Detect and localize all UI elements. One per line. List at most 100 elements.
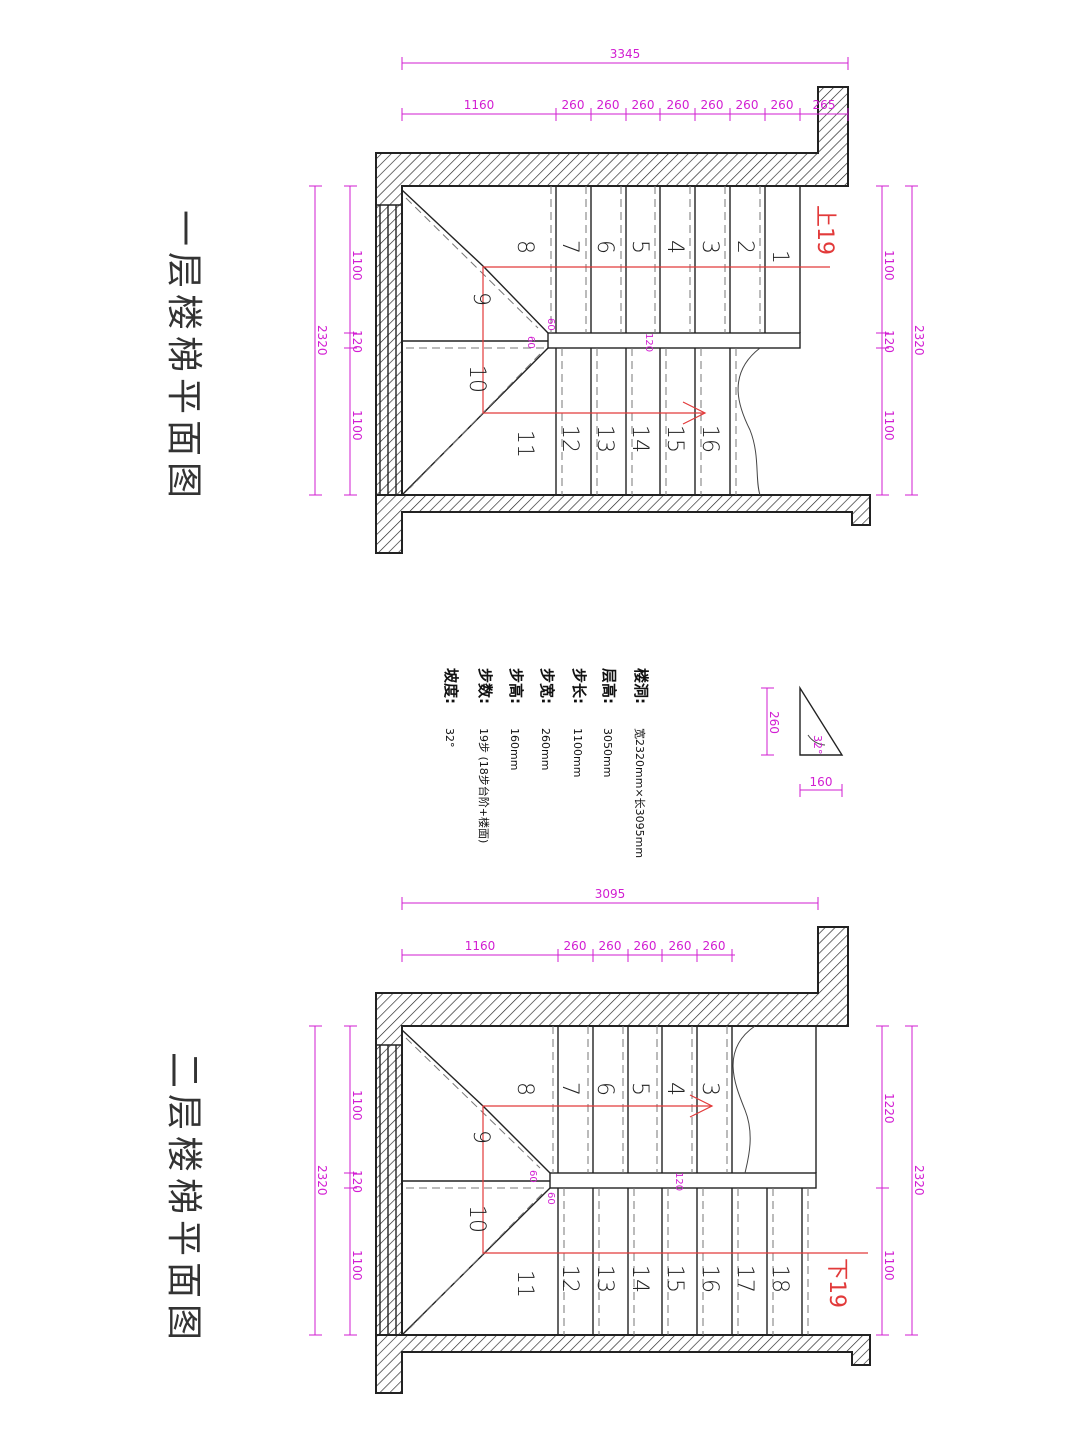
info-value: 3050mm xyxy=(601,728,614,777)
step-number: 4 xyxy=(662,240,687,254)
plan2-dim-total: 3095 xyxy=(595,887,626,901)
plan1-dim-step: 260 xyxy=(701,98,724,112)
plan2-left-dim: 120 xyxy=(350,1170,364,1193)
info-value: 260mm xyxy=(539,728,552,770)
plan2-dim-step: 260 xyxy=(669,939,692,953)
plan2-right-dim: 1220 xyxy=(882,1093,896,1124)
slope-triangle xyxy=(799,685,844,756)
step-number: 7 xyxy=(557,1082,582,1096)
step-number: 3 xyxy=(697,240,722,254)
step-number: 13 xyxy=(592,425,617,453)
plan1-dim-step: 260 xyxy=(597,98,620,112)
plan2-dim-step: 260 xyxy=(634,939,657,953)
plan1-small-dim: 120 xyxy=(643,333,654,352)
info-block: 楼洞: 宽2320mm×长3095mm 层高: 3050mm 步长: 1100m… xyxy=(442,668,650,858)
plan2-title: 二层楼梯平面图 xyxy=(163,1052,204,1346)
plan1-left-dim: 1100 xyxy=(350,410,364,441)
step-number: 1 xyxy=(767,250,792,264)
plan1-dash xyxy=(405,197,539,329)
plan2-small-dim: 60 xyxy=(545,1192,556,1205)
step-number: 14 xyxy=(627,1265,652,1293)
plan2-left-total: 2320 xyxy=(315,1165,329,1196)
plan1-dims-left: 2320 1100 120 1100 xyxy=(309,185,364,496)
info-row: 步宽: 260mm xyxy=(538,668,556,770)
plan2-right-dim: 1100 xyxy=(882,1250,896,1281)
plan1-dim-step: 260 xyxy=(736,98,759,112)
info-row: 步数: 19步 (18步台阶+楼面) xyxy=(476,668,494,843)
plan1-right-total: 2320 xyxy=(912,325,926,356)
step-number: 12 xyxy=(557,1265,582,1293)
plan1-dim-step: 260 xyxy=(562,98,585,112)
step-number: 11 xyxy=(512,1270,537,1298)
plan1-small-dim: 60 xyxy=(525,336,536,349)
slope-run: 160 xyxy=(810,775,833,789)
info-row: 步长: 1100mm xyxy=(570,668,588,777)
plan2-dims-top: 3095 1160 260 260 260 260 260 xyxy=(401,887,819,962)
plan1-dim-step: 260 xyxy=(667,98,690,112)
info-value: 宽2320mm×长3095mm xyxy=(633,728,647,858)
plan1-break-line xyxy=(737,347,761,496)
step-number: 3 xyxy=(697,1082,722,1096)
plan1-dim-step: 260 xyxy=(771,98,794,112)
plan2-step-numbers: 3 4 5 6 7 8 9 10 11 12 13 14 15 16 17 18 xyxy=(464,1082,792,1298)
step-number: 18 xyxy=(767,1265,792,1293)
step-number: 6 xyxy=(592,240,617,254)
plan2-dim-landing: 1160 xyxy=(465,939,496,953)
info-label: 坡度: xyxy=(442,668,460,704)
plan1-dim-landing: 1160 xyxy=(464,98,495,112)
step-number: 9 xyxy=(468,1130,493,1144)
plan1-walk-arrow xyxy=(682,401,707,425)
info-row: 层高: 3050mm xyxy=(600,668,618,777)
plan1-center-wall xyxy=(547,332,801,349)
plan2: 下19 3 4 5 6 7 8 9 10 11 12 13 14 15 16 1… xyxy=(309,887,926,1394)
plan1-walk-line xyxy=(482,266,830,414)
step-number: 9 xyxy=(468,292,493,306)
plan2-treads-top xyxy=(552,1026,733,1173)
step-number: 7 xyxy=(557,240,582,254)
plan1-treads-top xyxy=(550,186,801,333)
plan1-winder-line xyxy=(401,189,484,267)
plan1-dims-right: 2320 1100 120 1100 xyxy=(876,185,926,496)
step-number: 8 xyxy=(512,1082,537,1096)
plan1-right-dim: 1100 xyxy=(882,250,896,281)
plan1-dims-top: 3345 1160 260 260 260 260 260 260 260 26… xyxy=(401,47,849,121)
plan1-left-dim: 120 xyxy=(350,330,364,353)
step-number: 16 xyxy=(697,425,722,453)
plan1-title: 一层楼梯平面图 xyxy=(163,210,204,504)
plan2-dims-right: 2320 1220 1100 xyxy=(876,1025,926,1336)
plan1-right-dim: 120 xyxy=(882,330,896,353)
plan2-right-total: 2320 xyxy=(912,1165,926,1196)
info-label: 层高: xyxy=(600,668,618,704)
step-number: 17 xyxy=(732,1265,757,1293)
step-number: 15 xyxy=(662,1265,687,1293)
step-number: 6 xyxy=(592,1082,617,1096)
info-value: 19步 (18步台阶+楼面) xyxy=(477,728,491,843)
step-number: 14 xyxy=(627,425,652,453)
step-number: 10 xyxy=(464,1205,489,1233)
plan2-small-dim: 60 xyxy=(527,1170,538,1183)
plan2-left-dim: 1100 xyxy=(350,1250,364,1281)
plan2-walk-arrow xyxy=(689,1094,714,1118)
info-value: 160mm xyxy=(508,728,521,770)
step-number: 13 xyxy=(592,1265,617,1293)
info-label: 楼洞: xyxy=(632,668,650,704)
plan2-direction: 下19 xyxy=(824,1258,849,1308)
info-label: 步高: xyxy=(507,668,525,704)
plan1-dim-step: 260 xyxy=(632,98,655,112)
slope-diagram: 32° 260 160 xyxy=(761,685,844,797)
plan2-dims-left: 2320 1100 120 1100 xyxy=(309,1025,364,1336)
step-number: 5 xyxy=(627,240,652,254)
plan2-wall-bottom xyxy=(375,1334,871,1394)
plan2-walk-line xyxy=(482,1105,868,1254)
info-label: 步数: xyxy=(476,668,494,704)
step-number: 4 xyxy=(662,1082,687,1096)
plan1-step-numbers: 1 2 3 4 5 6 7 8 9 10 11 12 13 14 15 16 xyxy=(464,240,792,458)
plan2-center-wall xyxy=(549,1172,817,1189)
step-number: 11 xyxy=(512,430,537,458)
plan1: 上19 1 2 3 4 5 6 7 8 9 10 11 12 13 14 15 … xyxy=(309,47,926,554)
info-label: 步长: xyxy=(570,668,588,704)
step-number: 12 xyxy=(557,425,582,453)
slope-angle: 32° xyxy=(811,735,824,755)
info-row: 坡度: 32° xyxy=(442,668,460,748)
